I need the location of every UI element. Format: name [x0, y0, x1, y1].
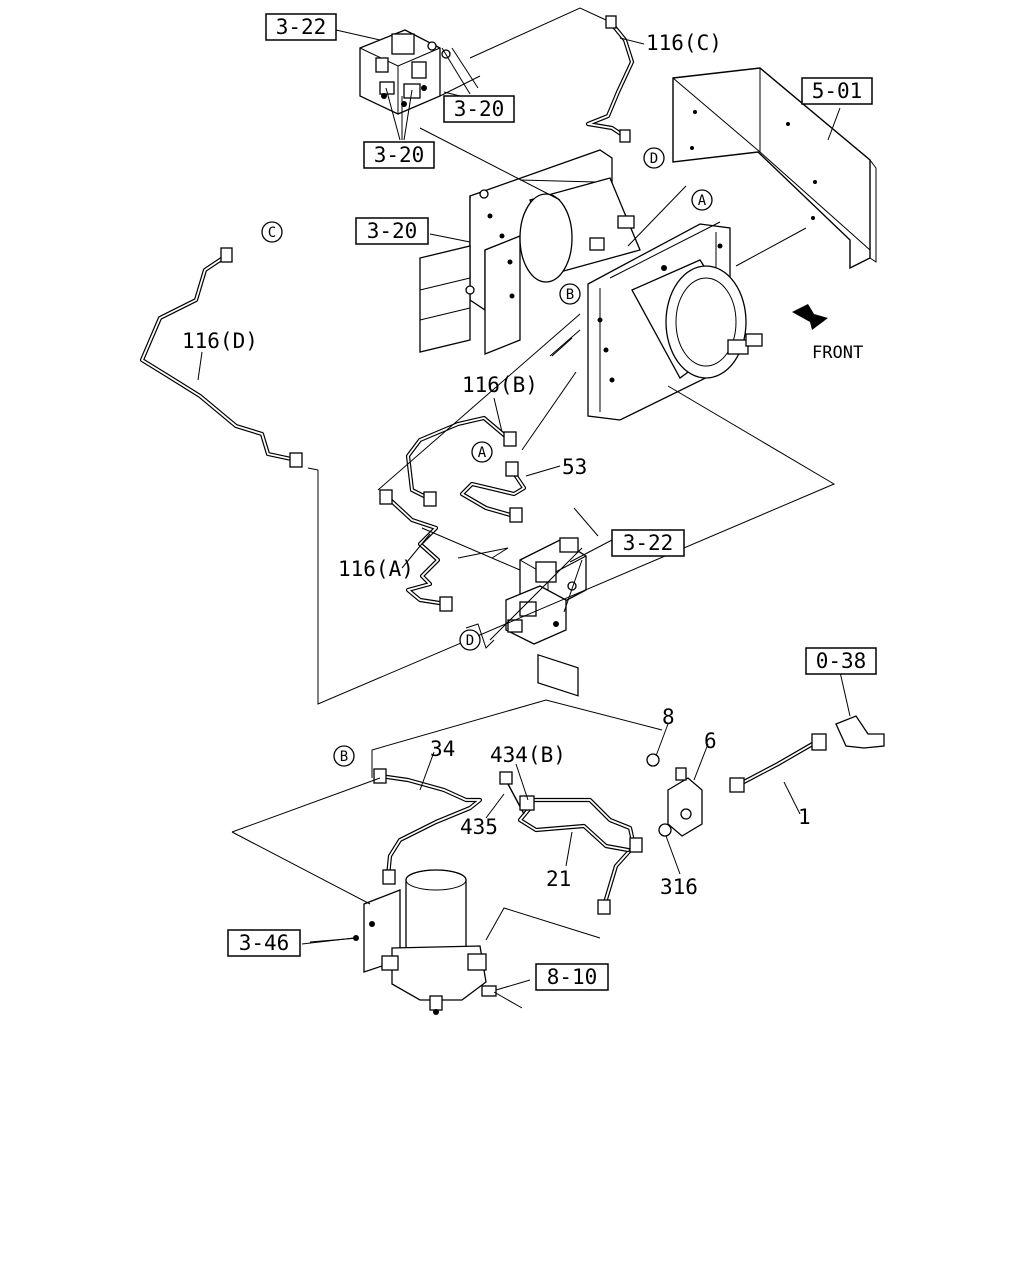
- part-label-435: 435: [460, 815, 498, 839]
- middle-valve-assembly: [505, 537, 587, 645]
- marker-d-mid: D: [459, 629, 481, 651]
- marker-c: C: [261, 221, 283, 243]
- part-label-116a: 116(A): [338, 557, 414, 581]
- part-label-116d: 116(D): [182, 329, 258, 353]
- part-label-1: 1: [798, 805, 811, 829]
- marker-b-lower: B: [333, 745, 355, 767]
- svg-text:A: A: [698, 193, 707, 209]
- pipes: [139, 21, 819, 909]
- ref-label-3-46: 3-46: [239, 931, 290, 955]
- svg-text:C: C: [268, 225, 276, 241]
- air-tank-assembly: [419, 149, 763, 421]
- sensor-8-10: [481, 985, 523, 1009]
- ref-box-3-22-top: 3-22: [265, 13, 337, 41]
- elbow-fitting-0-38: [835, 715, 885, 749]
- ref-box-8-10: 8-10: [535, 963, 609, 991]
- marker-b-top: B: [559, 283, 581, 305]
- part-label-316: 316: [660, 875, 698, 899]
- ref-label-0-38: 0-38: [816, 649, 867, 673]
- label-leaders: [197, 29, 851, 991]
- front-arrow-icon: [792, 304, 828, 330]
- fittings: [220, 15, 827, 915]
- marker-a-top: A: [691, 189, 713, 211]
- ref-box-3-20-b: 3-20: [363, 141, 435, 169]
- svg-text:B: B: [566, 287, 574, 303]
- part-label-8: 8: [662, 705, 675, 729]
- marker-a-mid: A: [471, 441, 493, 463]
- ref-label-5-01: 5-01: [812, 79, 863, 103]
- ref-box-5-01: 5-01: [801, 77, 873, 105]
- reference-lines: [231, 7, 836, 943]
- ref-box-3-20-c: 3-20: [355, 217, 429, 245]
- part-label-6: 6: [704, 729, 717, 753]
- ref-label-3-20-b: 3-20: [374, 143, 425, 167]
- ref-box-3-46: 3-46: [227, 929, 301, 957]
- part-label-116c: 116(C): [646, 31, 722, 55]
- ref-box-0-38: 0-38: [805, 647, 877, 675]
- part-label-116b: 116(B): [462, 373, 538, 397]
- svg-text:D: D: [466, 633, 474, 649]
- ref-box-3-20-a: 3-20: [443, 95, 515, 123]
- part-label-34: 34: [430, 737, 455, 761]
- front-label: FRONT: [812, 343, 863, 363]
- bolt-435: [499, 771, 535, 815]
- part-label-53: 53: [562, 455, 587, 479]
- svg-text:A: A: [478, 445, 487, 461]
- part-label-434b: 434(B): [490, 743, 566, 767]
- air-dryer-3-46: [353, 869, 487, 1015]
- marker-d-top: D: [643, 147, 665, 169]
- ref-label-3-22-top: 3-22: [276, 15, 327, 39]
- ref-label-3-20-a: 3-20: [454, 97, 505, 121]
- ref-box-3-22-mid: 3-22: [611, 529, 685, 557]
- svg-text:D: D: [650, 151, 658, 167]
- ref-label-8-10: 8-10: [547, 965, 598, 989]
- ref-label-3-20-c: 3-20: [367, 219, 418, 243]
- top-valve-assembly: [359, 29, 451, 115]
- ref-label-3-22-mid: 3-22: [623, 531, 674, 555]
- part-label-21: 21: [546, 867, 571, 891]
- frame-rail: [672, 67, 877, 270]
- bracket-6: [646, 753, 703, 837]
- svg-text:B: B: [340, 749, 348, 765]
